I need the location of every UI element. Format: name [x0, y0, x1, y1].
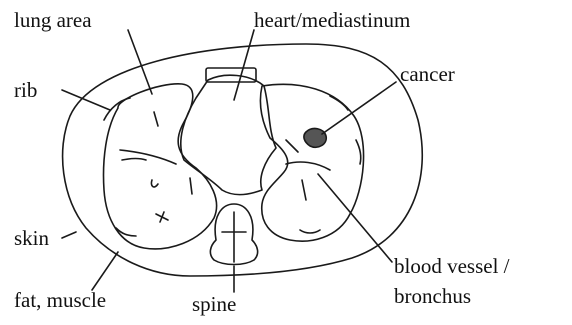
leader-lung-area	[128, 30, 152, 94]
spine-label: spine	[192, 294, 236, 315]
vessel-left-4	[190, 178, 192, 194]
left-lung-outline	[104, 84, 217, 249]
vessel-left-6	[156, 212, 168, 222]
lung-area-label: lung area	[14, 10, 92, 31]
vessel-right-3	[286, 140, 298, 152]
rib-5	[300, 230, 320, 233]
cancer-label: cancer	[400, 64, 455, 85]
leader-skin	[62, 232, 76, 238]
vessel-left-2	[122, 159, 146, 161]
blood-vessel-label: blood vessel /	[394, 256, 510, 277]
leader-heart	[234, 30, 254, 100]
heart-mediastinum-label: heart/mediastinum	[254, 10, 410, 31]
vessel-left-1	[120, 150, 176, 164]
leader-rib	[62, 90, 110, 110]
vessel-right-2	[302, 180, 306, 200]
heart-mediastinum-outline	[181, 75, 276, 194]
vessel-left-3	[154, 112, 158, 126]
leader-fat-muscle	[92, 252, 118, 290]
leader-blood-vessel	[318, 174, 392, 262]
spine-process	[222, 212, 246, 262]
rib-3	[356, 140, 361, 164]
bronchus-label: bronchus	[394, 286, 471, 307]
cancer-lesion	[304, 129, 326, 148]
vessel-right-1	[286, 162, 330, 170]
skin-label: skin	[14, 228, 49, 249]
fat-muscle-label: fat, muscle	[14, 290, 106, 311]
rib-2	[330, 96, 348, 110]
skin-outline	[63, 44, 423, 276]
vessel-left-5	[151, 180, 158, 187]
rib-label: rib	[14, 80, 37, 101]
